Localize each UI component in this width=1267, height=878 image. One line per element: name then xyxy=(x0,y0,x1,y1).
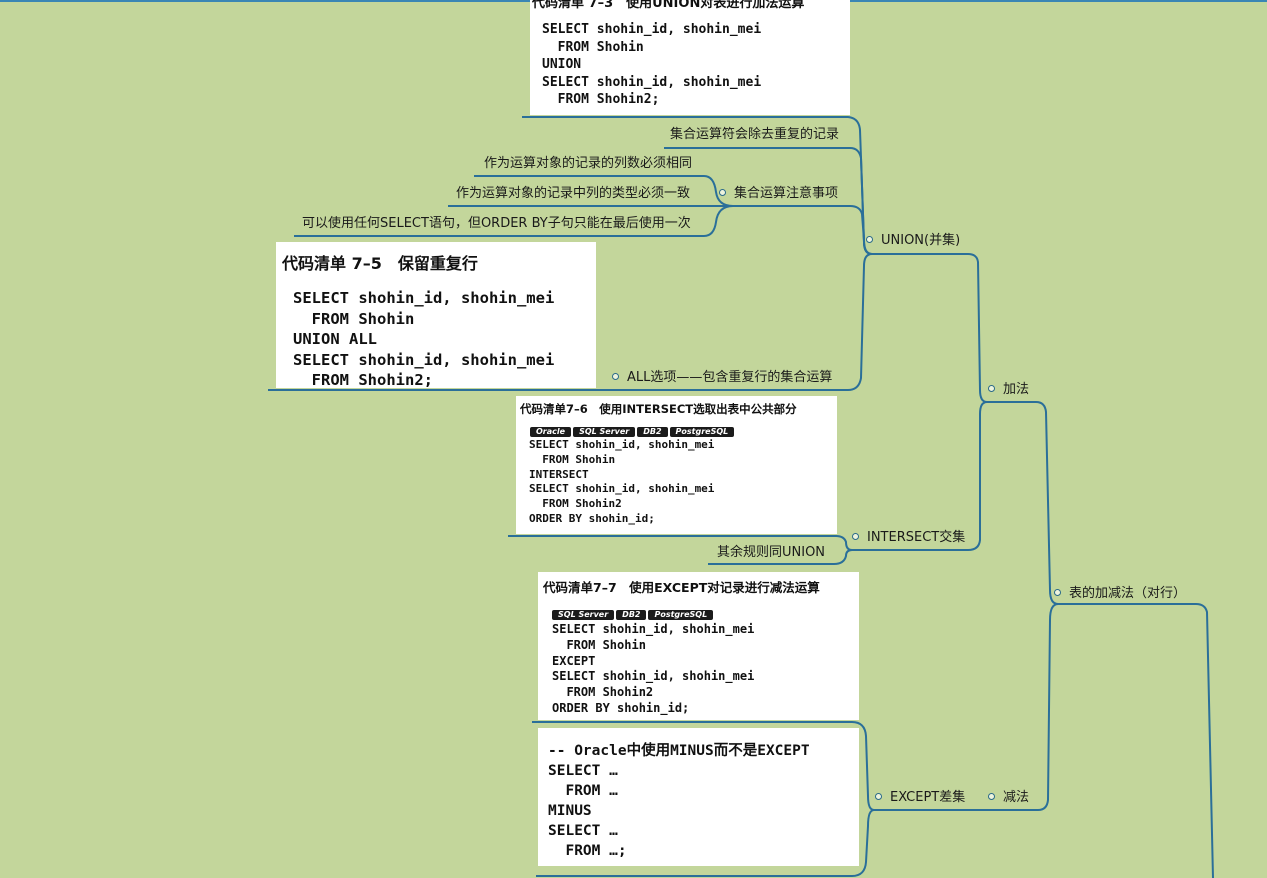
topic-subtract-label: 减法 xyxy=(1003,790,1030,805)
code-listing-7-3-body: SELECT shohin_id, shohin_mei FROM Shohin… xyxy=(542,22,762,107)
node-dot-icon xyxy=(875,793,882,800)
topic-except-label: EXCEPT差集 xyxy=(890,790,966,805)
connector-add-intersect xyxy=(852,401,988,551)
db-badges: Oracle SQL Server DB2 PostgreSQL xyxy=(530,427,837,437)
topic-intersect[interactable]: INTERSECT交集 xyxy=(852,530,965,546)
connector-notes-count xyxy=(474,175,734,207)
node-dedupe-label: 集合运算符会除去重复的记录 xyxy=(670,127,840,142)
node-note-order-by-label: 可以使用任何SELECT语句，但ORDER BY子句只能在最后使用一次 xyxy=(302,216,691,231)
code-listing-7-5-caption: 代码清单 7–5 保留重复行 xyxy=(282,254,478,273)
badge-db2: DB2 xyxy=(616,610,647,620)
code-listing-7-3-caption: 代码清单 7–3 使用UNION对表进行加法运算 xyxy=(532,0,805,11)
node-note-col-count-label: 作为运算对象的记录的列数必须相同 xyxy=(484,156,693,171)
topic-root-label: 表的加减法（对行） xyxy=(1069,586,1187,601)
topic-subtract[interactable]: 减法 xyxy=(988,790,1029,806)
db-badges: SQL Server DB2 PostgreSQL xyxy=(552,610,859,620)
topic-union-label: UNION(并集) xyxy=(881,233,961,248)
node-all-option[interactable]: ALL选项——包含重复行的集合运算 xyxy=(612,370,832,386)
node-all-option-label: ALL选项——包含重复行的集合运算 xyxy=(627,370,833,385)
badge-oracle: Oracle xyxy=(530,427,572,437)
node-note-col-count[interactable]: 作为运算对象的记录的列数必须相同 xyxy=(484,156,692,172)
node-dot-icon xyxy=(1054,589,1061,596)
topic-add-label: 加法 xyxy=(1003,382,1030,397)
connector-intersect-rules xyxy=(708,549,853,565)
badge-postgresql: PostgreSQL xyxy=(648,610,714,620)
code-listing-7-6[interactable]: 代码清单7–6 使用INTERSECT选取出表中公共部分 Oracle SQL … xyxy=(516,396,837,534)
connector-root-add xyxy=(987,401,1214,878)
node-dot-icon xyxy=(866,236,873,243)
connector-union-all xyxy=(268,253,873,391)
node-note-order-by[interactable]: 可以使用任何SELECT语句，但ORDER BY子句只能在最后使用一次 xyxy=(302,216,691,232)
node-note-col-type-label: 作为运算对象的记录中列的类型必须一致 xyxy=(456,186,691,201)
connector-union-notes xyxy=(733,205,873,255)
topic-intersect-label: INTERSECT交集 xyxy=(867,530,966,545)
node-dot-icon xyxy=(988,793,995,800)
topic-union[interactable]: UNION(并集) xyxy=(866,233,960,249)
connector-except-minus xyxy=(536,809,875,877)
code-oracle-minus[interactable]: -- Oracle中使用MINUS而不是EXCEPT SELECT … FROM… xyxy=(538,728,859,866)
code-listing-7-5[interactable]: 代码清单 7–5 保留重复行 SELECT shohin_id, shohin_… xyxy=(276,242,596,388)
code-listing-7-7-caption: 代码清单7–7 使用EXCEPT对记录进行减法运算 xyxy=(543,580,820,595)
node-dot-icon xyxy=(988,385,995,392)
badge-db2: DB2 xyxy=(637,427,668,437)
code-listing-7-7-body: SELECT shohin_id, shohin_mei FROM Shohin… xyxy=(552,622,755,715)
connector-root-subtract xyxy=(987,603,1059,811)
connector-intersect-7-6 xyxy=(508,535,853,551)
node-same-rules[interactable]: 其余规则同UNION xyxy=(717,545,825,561)
connector-add-union xyxy=(872,253,988,403)
badge-postgresql: PostgreSQL xyxy=(669,427,735,437)
code-listing-7-3[interactable]: 代码清单 7–3 使用UNION对表进行加法运算 SELECT shohin_i… xyxy=(530,0,850,115)
badge-sql-server: SQL Server xyxy=(573,427,636,437)
node-notes-label: 集合运算注意事项 xyxy=(734,186,839,201)
node-note-col-type[interactable]: 作为运算对象的记录中列的类型必须一致 xyxy=(456,186,690,202)
code-oracle-minus-body: -- Oracle中使用MINUS而不是EXCEPT SELECT … FROM… xyxy=(548,743,810,859)
node-notes[interactable]: 集合运算注意事项 xyxy=(719,186,838,202)
node-dot-icon xyxy=(852,533,859,540)
code-listing-7-7[interactable]: 代码清单7–7 使用EXCEPT对记录进行减法运算 SQL Server DB2… xyxy=(538,572,859,720)
node-dedupe[interactable]: 集合运算符会除去重复的记录 xyxy=(670,127,839,143)
topic-except[interactable]: EXCEPT差集 xyxy=(875,790,965,806)
node-same-rules-label: 其余规则同UNION xyxy=(717,545,826,560)
topic-root[interactable]: 表的加减法（对行） xyxy=(1054,586,1186,602)
connector-notes-orderby xyxy=(294,205,734,237)
node-dot-icon xyxy=(612,373,619,380)
node-dot-icon xyxy=(719,189,726,196)
code-listing-7-6-caption: 代码清单7–6 使用INTERSECT选取出表中公共部分 xyxy=(520,402,797,416)
connector-except-7-7 xyxy=(532,721,875,811)
code-listing-7-6-body: SELECT shohin_id, shohin_mei FROM Shohin… xyxy=(529,438,715,525)
code-listing-7-5-body: SELECT shohin_id, shohin_mei FROM Shohin… xyxy=(293,289,555,388)
badge-sql-server: SQL Server xyxy=(552,610,615,620)
topic-add[interactable]: 加法 xyxy=(988,382,1029,398)
